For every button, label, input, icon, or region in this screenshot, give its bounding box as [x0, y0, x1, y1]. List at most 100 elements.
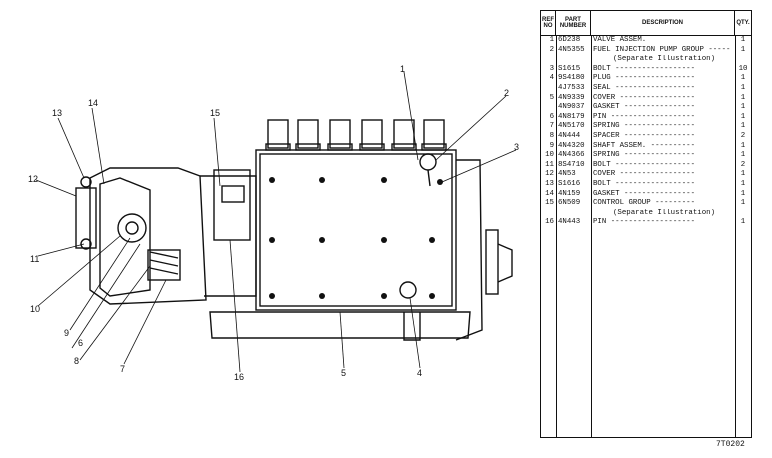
row-ref: 8: [549, 131, 554, 140]
callout-15: 15: [210, 108, 220, 118]
row-qty: 10: [738, 64, 748, 73]
row-qty: 2: [740, 131, 746, 140]
row-description: BOLT ------------------: [593, 64, 696, 73]
row-qty: 1: [740, 83, 746, 92]
row-part-number: 4N53: [558, 170, 576, 179]
row-part-number: 4N9339: [558, 93, 585, 102]
row-qty: 2: [740, 160, 746, 169]
table-row: 8 4N444 SPACER ---------------- 2: [541, 132, 751, 142]
header-qty: QTY.: [736, 20, 750, 26]
row-description: PLUG ------------------: [593, 74, 696, 83]
callout-10: 10: [30, 304, 40, 314]
callout-12: 12: [28, 174, 38, 184]
row-description: SHAFT ASSEM. ----------: [593, 141, 696, 150]
row-part-number: 4N443: [558, 218, 581, 227]
row-description: SEAL ------------------: [593, 83, 696, 92]
row-ref: 6: [549, 112, 554, 121]
row-part-number: S1615: [558, 64, 581, 73]
row-ref: 7: [549, 122, 554, 131]
callout-3: 3: [514, 142, 519, 152]
row-part-number: 8S4710: [558, 160, 585, 169]
row-qty: 1: [740, 151, 746, 160]
pump-housing: [255, 149, 457, 311]
table-row: 13 S1616 BOLT ------------------ 1: [541, 180, 751, 190]
row-part-number: 9S4180: [558, 74, 585, 83]
table-row-note: (Separate Illustration): [541, 55, 751, 65]
row-part-number: 4N4320: [558, 141, 585, 150]
row-part-number: 4N8179: [558, 112, 585, 121]
row-ref: 15: [545, 199, 554, 208]
row-description: COVER -----------------: [593, 93, 696, 102]
row-ref: 1: [549, 36, 554, 44]
row-part-number: 6N509: [558, 199, 581, 208]
row-ref: [541, 209, 556, 219]
callout-5: 5: [341, 368, 346, 378]
row-qty: 1: [740, 112, 746, 121]
table-row: 7 4N5170 SPRING ---------------- 1: [541, 122, 751, 132]
table-row: 3 S1615 BOLT ------------------ 10: [541, 65, 751, 75]
header-part-number: PART NUMBER: [556, 11, 591, 35]
row-part-number: 4N5170: [558, 122, 585, 131]
row-ref: [541, 103, 556, 113]
callout-13: 13: [52, 108, 62, 118]
row-description: SPRING ----------------: [593, 122, 696, 131]
row-ref: 16: [545, 218, 554, 227]
row-qty: 1: [740, 189, 746, 198]
row-ref: 3: [549, 64, 554, 73]
callout-14: 14: [88, 98, 98, 108]
row-description: BOLT ------------------: [593, 160, 696, 169]
callout-8: 8: [74, 356, 79, 366]
header-ref-no: REF NO: [541, 11, 556, 35]
row-qty: 1: [740, 179, 746, 188]
row-ref: 9: [549, 141, 554, 150]
table-header: REF NO PART NUMBER DESCRIPTION QTY.: [541, 11, 751, 36]
row-description: FUEL INJECTION PUMP GROUP -----: [593, 45, 731, 54]
row-part-number: S1616: [558, 179, 581, 188]
row-qty: 1: [740, 122, 746, 131]
row-description: GASKET ----------------: [593, 189, 696, 198]
row-qty: 1: [740, 36, 746, 44]
row-description: BOLT ------------------: [593, 179, 696, 188]
table-row: 11 8S4710 BOLT ------------------ 2: [541, 161, 751, 171]
table-row: 9 4N4320 SHAFT ASSEM. ---------- 1: [541, 142, 751, 152]
row-description: SPACER ----------------: [593, 131, 696, 140]
row-qty: 1: [740, 141, 746, 150]
catalog-number: 7T0202: [716, 440, 745, 449]
callout-2: 2: [504, 88, 509, 98]
row-ref: 13: [545, 179, 554, 188]
row-ref: 5: [549, 93, 554, 102]
row-part-number: 4J7533: [558, 83, 585, 92]
row-qty: 1: [740, 74, 746, 83]
row-ref: 11: [545, 160, 554, 169]
row-part-number: 4N444: [558, 131, 581, 140]
row-ref: [541, 84, 556, 94]
header-description: DESCRIPTION: [591, 11, 735, 35]
row-description: SPRING ----------------: [593, 151, 696, 160]
callout-6: 6: [78, 338, 83, 348]
callout-16: 16: [234, 372, 244, 382]
row-ref: [541, 55, 556, 65]
row-qty: 1: [740, 93, 746, 102]
row-part-number: 4N5355: [558, 45, 585, 54]
row-qty: 1: [740, 103, 746, 112]
table-row: 5 4N9339 COVER ----------------- 1: [541, 94, 751, 104]
row-description: CONTROL GROUP ---------: [593, 199, 696, 208]
row-description: (Separate Illustration): [613, 55, 716, 64]
row-ref: 14: [545, 189, 554, 198]
callout-4: 4: [417, 368, 422, 378]
row-description: VALVE ASSEM.: [593, 36, 647, 44]
callout-1: 1: [400, 64, 405, 74]
injector-outlets: [265, 119, 447, 151]
row-description: (Separate Illustration): [613, 208, 716, 217]
row-part-number: 4N4366: [558, 151, 585, 160]
row-part-number: [556, 209, 591, 219]
